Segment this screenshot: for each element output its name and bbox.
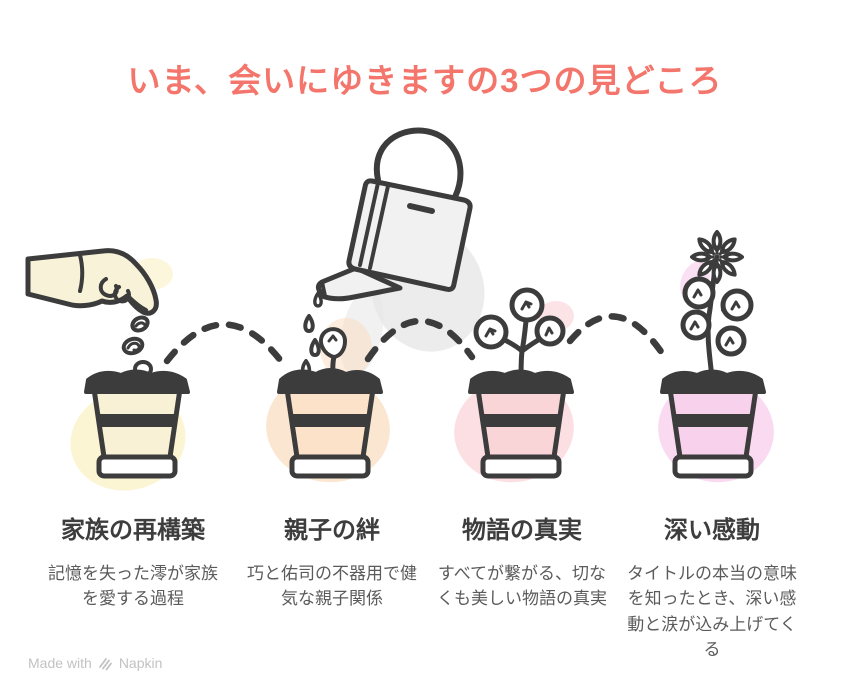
flower-icon [690, 230, 744, 284]
can-shadow-blob [371, 228, 485, 352]
plant-pot-stage4 [660, 369, 766, 479]
sprout-bud-icon [319, 327, 347, 383]
made-with-napkin-credit: Made with Napkin [28, 655, 162, 671]
watering-can-icon [300, 127, 473, 377]
stage-description: タイトルの本当の意味を知ったとき、深い感動と涙が込み上げてくる [627, 563, 797, 660]
stage-column-3: 物語の真実 すべてが繋がる、切なくも美しい物語の真実 [437, 517, 607, 612]
flowering-plant-icon [680, 230, 754, 380]
water-drops-icon [300, 291, 323, 377]
arc-stage1-to-2 [163, 321, 285, 365]
stage-description: 記憶を失った澪が家族を愛する過程 [48, 563, 218, 609]
stage-label: 深い感動 [664, 517, 760, 544]
arc-stage3-to-4 [566, 313, 670, 363]
stage-label: 物語の真実 [462, 517, 582, 544]
stage-label: 家族の再構築 [61, 517, 205, 544]
stage-column-2: 親子の絆 巧と佑司の不器用で健気な親子関係 [247, 517, 417, 612]
plant-pot-stage3 [468, 369, 574, 479]
young-plant-icon [473, 287, 566, 383]
stage-description: 巧と佑司の不器用で健気な親子関係 [247, 563, 417, 609]
hand-planting-seeds-icon [25, 248, 159, 356]
stage-label: 親子の絆 [284, 517, 380, 544]
dashed-arcs [163, 313, 670, 365]
watercolor-blobs [70, 228, 774, 491]
made-with-text: Made with [28, 655, 92, 671]
stage-column-4: 深い感動 タイトルの本当の意味を知ったとき、深い感動と涙が込み上げてくる [627, 517, 797, 663]
falling-seeds-icon [121, 315, 150, 356]
stage-column-1: 家族の再構築 記憶を失った澪が家族を愛する過程 [48, 517, 218, 612]
brand-text: Napkin [118, 655, 163, 671]
page-title: いま、会いにゆきますの3つの見どころ [127, 62, 723, 99]
plant-pot-stage2 [277, 368, 383, 479]
napkin-logo-icon [98, 657, 112, 670]
arc-stage2-to-3 [364, 317, 476, 363]
planted-seed-icon [133, 360, 153, 378]
stage-description: すべてが繋がる、切なくも美しい物語の真実 [437, 563, 607, 609]
plant-pot-stage1 [84, 369, 190, 479]
